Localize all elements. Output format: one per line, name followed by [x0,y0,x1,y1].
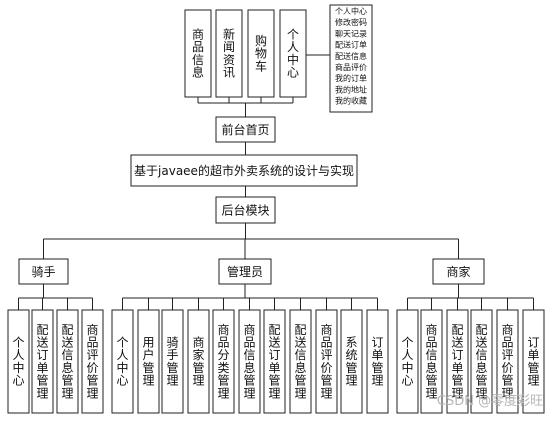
role-label-merchant: 商家 [446,264,470,279]
module-label: 骑手管理 [166,335,178,387]
role-box-admin [218,258,272,285]
module-label: 配送信息管理 [61,323,73,401]
personal-center-item: 我的订单 [335,73,367,83]
module-label: 用户管理 [142,335,154,387]
module-box [81,309,104,414]
module-box [470,309,493,414]
home-box [215,116,276,143]
backend-label: 后台模块 [221,202,269,217]
system-title: 基于javaee的超市外卖系统的设计与实现 [134,163,354,178]
front-module-label: 个人中心 [287,27,299,79]
module-box [238,309,261,414]
module-box [522,309,545,414]
module-box [187,309,210,414]
module-box [396,309,419,414]
module-box [496,309,519,414]
module-label: 商品评价管理 [320,322,332,401]
role-label-rider: 骑手 [31,265,55,279]
personal-center-detail-box [329,4,373,113]
module-box [56,309,79,414]
module-label: 订单管理 [527,335,539,387]
module-label: 配送订单管理 [36,323,48,401]
role-box-rider [18,258,69,285]
module-label: 个人中心 [116,335,128,387]
module-label: 配送信息管理 [475,323,487,401]
module-box [366,309,389,414]
module-box [161,309,184,414]
module-label: 配送订单管理 [451,323,463,401]
module-label: 商品评价管理 [501,322,513,401]
front-module-box [279,9,307,98]
module-box [7,309,30,414]
module-box [315,309,338,414]
personal-center-item: 聊天记录 [335,29,367,38]
module-label: 商品分类管理 [217,322,229,401]
module-label: 商家管理 [192,334,204,387]
module-box [446,309,469,414]
personal-center-item: 配送信息 [335,51,367,61]
watermark: CSDN @零度彩旺 [437,393,543,409]
module-box [31,309,54,414]
module-label: 配送订单管理 [268,323,280,401]
module-label: 个人中心 [401,335,413,387]
module-label: 配送信息管理 [294,323,306,401]
module-label: 个人中心 [12,335,24,387]
personal-center-item: 我的地址 [335,84,367,94]
front-module-label: 新闻资讯 [223,26,235,79]
module-box [289,309,312,414]
home-label: 前台首页 [221,122,269,137]
diagram-nodes: 商品信息新闻资讯购物车个人中心个人中心修改密码聊天记录配送订单配送信息商品评价我… [7,4,545,414]
module-box [111,309,134,414]
module-box [137,309,160,414]
connector-lines [18,54,534,310]
module-box [212,309,235,414]
personal-center-item: 修改密码 [335,17,367,27]
module-label: 系统管理 [345,335,357,387]
system-title-box [130,154,358,187]
personal-center-item: 我的收藏 [335,96,367,106]
backend-box [215,196,276,224]
role-label-admin: 管理员 [227,264,263,279]
module-label: 商品信息管理 [243,322,255,401]
module-label: 订单管理 [371,335,383,387]
module-label: 商品评价管理 [86,322,98,401]
front-module-box [215,9,243,98]
front-module-box [184,9,212,98]
role-box-merchant [432,258,485,285]
front-module-box [247,9,275,98]
module-label: 商品信息管理 [425,322,437,401]
module-box [340,309,363,414]
personal-center-item: 配送订单 [335,40,367,50]
personal-center-item: 个人中心 [335,6,367,16]
front-module-label: 商品信息 [192,26,204,79]
module-box [420,309,443,414]
personal-center-item: 商品评价 [335,62,367,72]
module-box [263,309,286,414]
front-module-label: 购物车 [255,33,267,73]
